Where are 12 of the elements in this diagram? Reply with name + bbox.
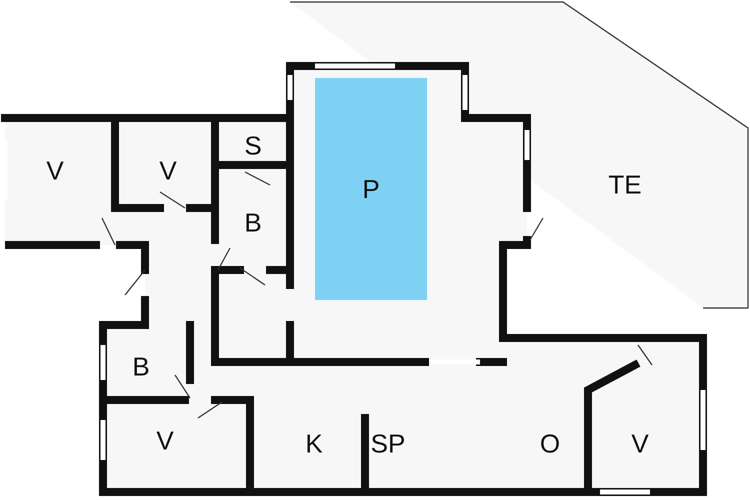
room-label: S (244, 130, 262, 162)
room-label: V (159, 156, 177, 186)
pool: P (315, 78, 427, 300)
room-label: B (244, 208, 262, 238)
room-label: K (305, 428, 323, 460)
room-label: V (46, 156, 64, 186)
room-label: SP (370, 428, 406, 460)
room-label: V (631, 428, 649, 460)
room-label: O (540, 428, 560, 460)
room-label: B (132, 352, 150, 382)
room-label: TE (608, 170, 642, 200)
room-label: V (156, 426, 174, 456)
